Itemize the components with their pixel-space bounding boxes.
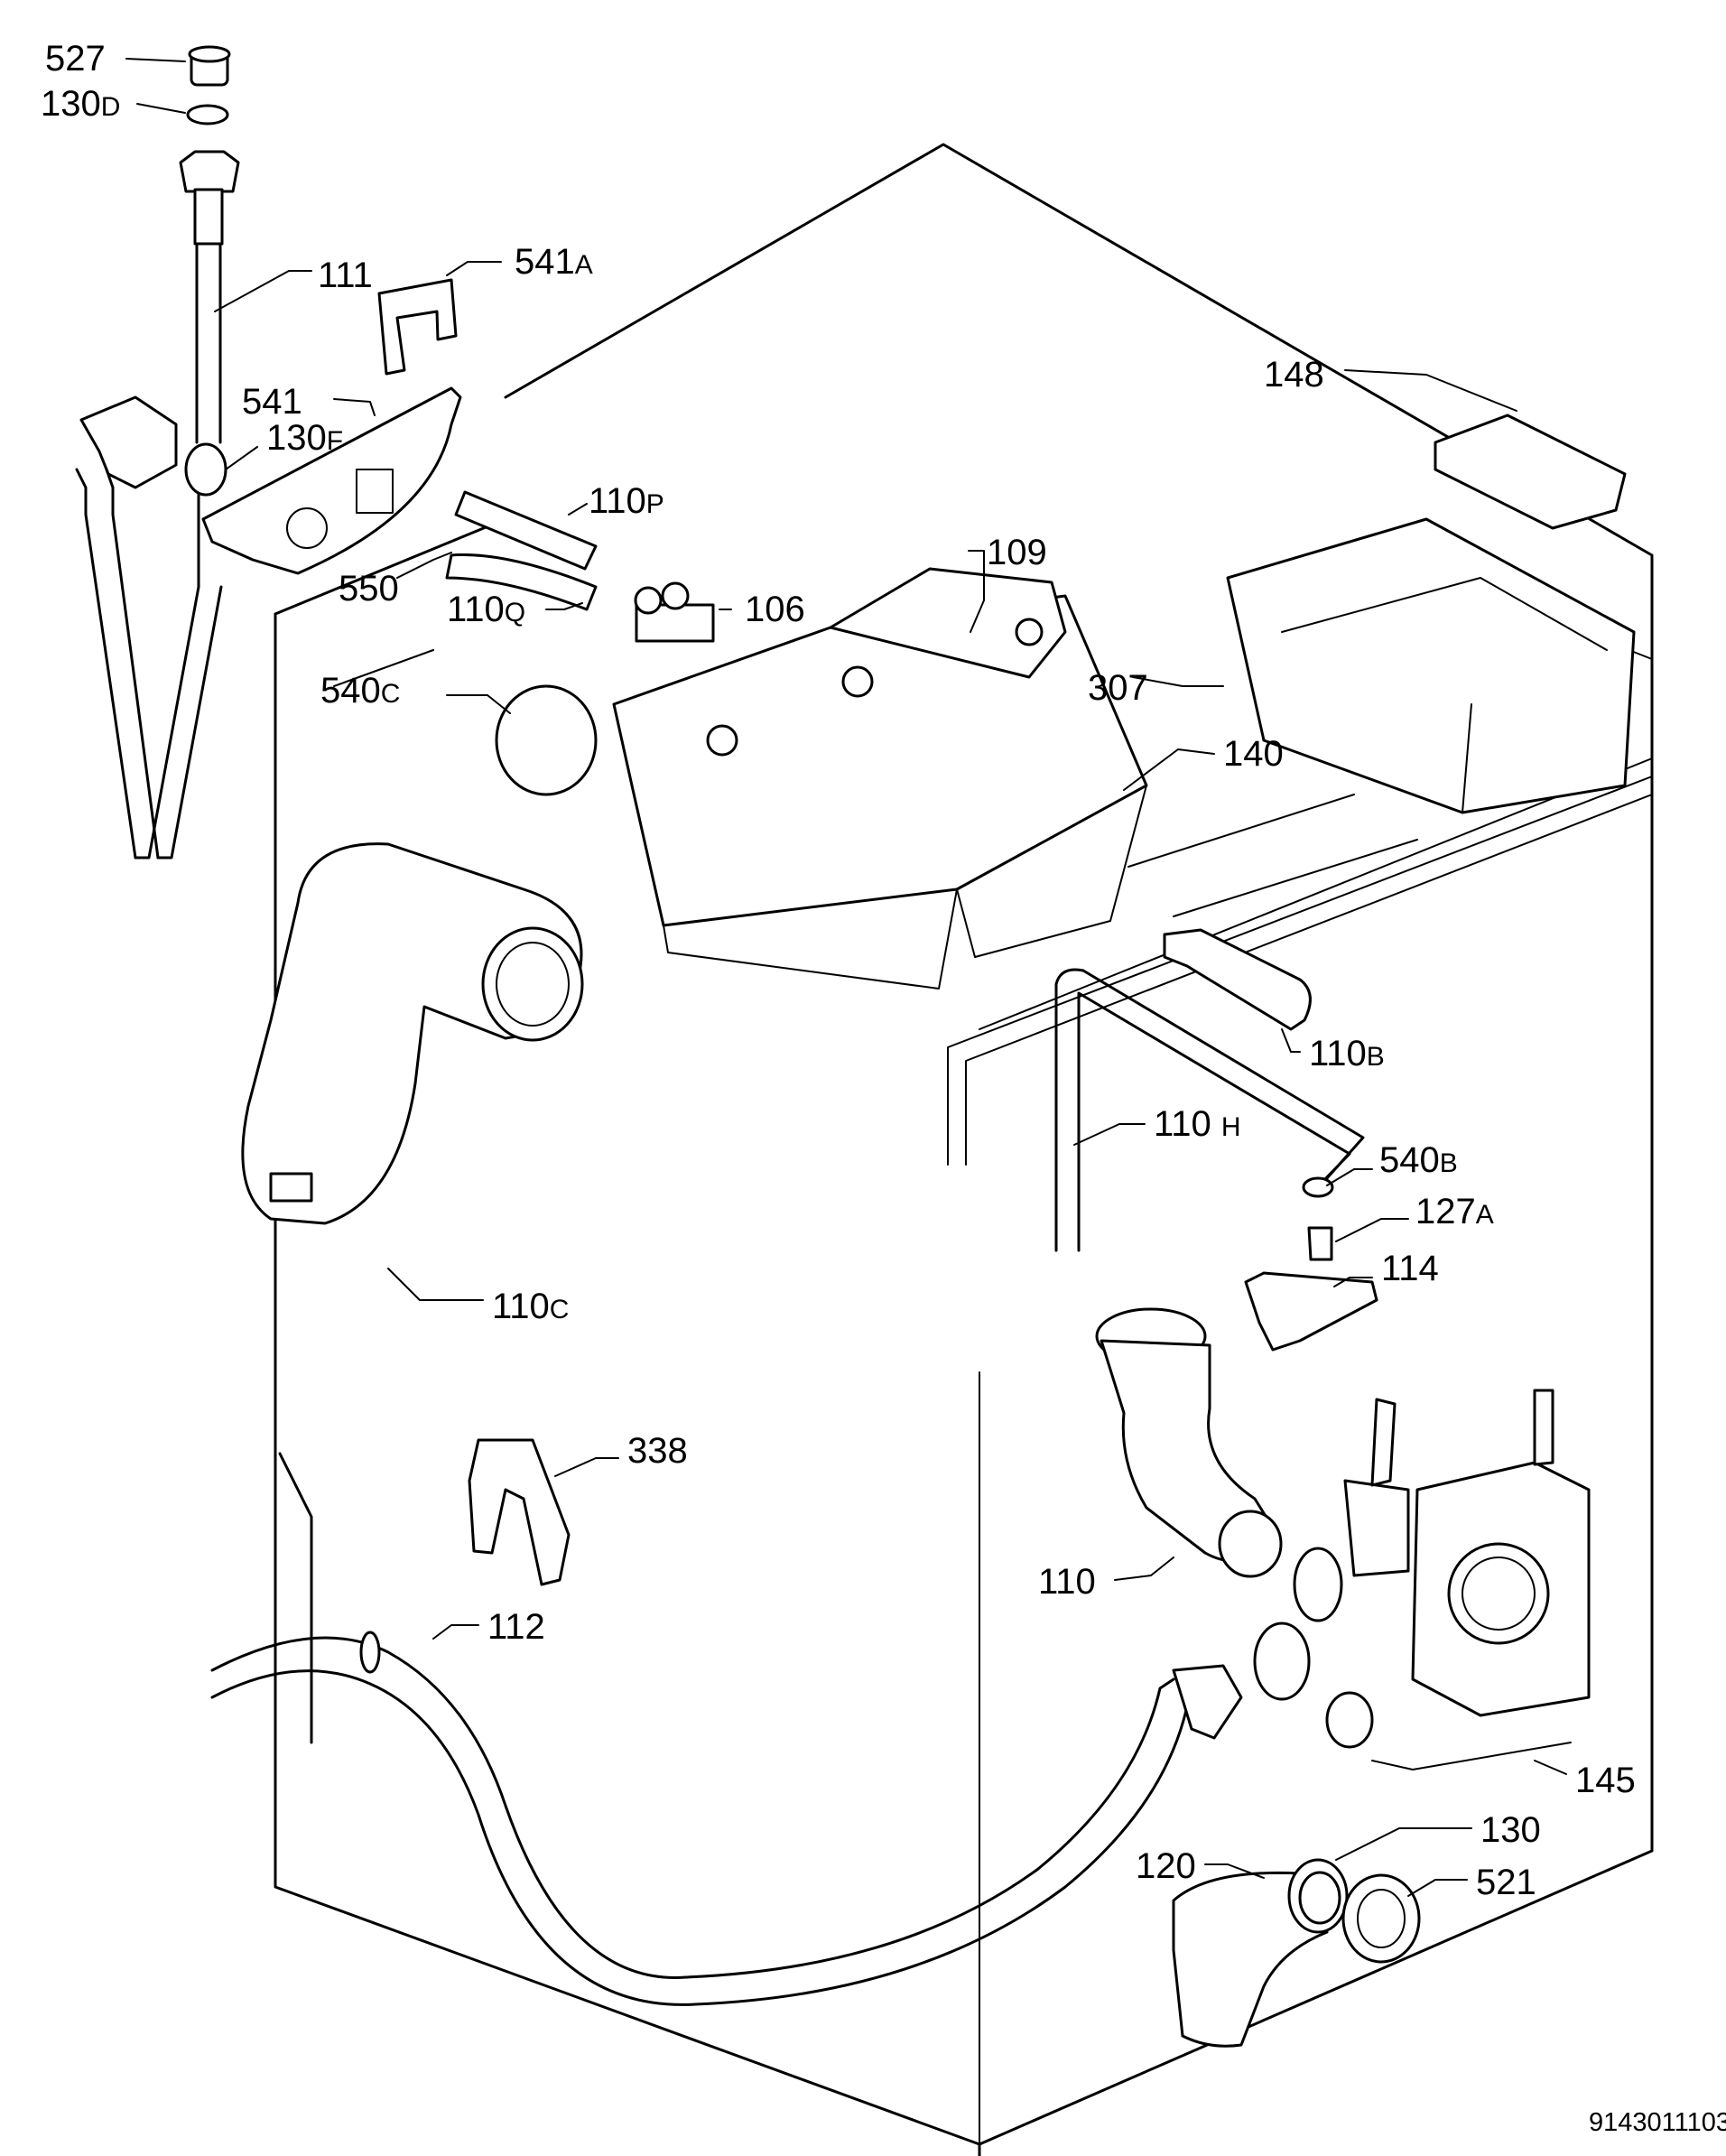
label-110c: 110C [492, 1287, 569, 1326]
label-540b: 540B [1379, 1140, 1458, 1180]
part-106-valve [634, 581, 715, 643]
part-540b-clip [1302, 1176, 1334, 1198]
label-106: 106 [745, 590, 805, 629]
document-number: 9143011103 [1589, 2108, 1726, 2137]
label-541a: 541A [515, 242, 593, 282]
label-110: 110 [1038, 1562, 1096, 1602]
label-110b: 110B [1309, 1034, 1385, 1073]
part-307-detergent-drawer [1226, 517, 1636, 814]
part-521-cap [1341, 1873, 1421, 1964]
label-527: 527 [45, 39, 106, 79]
part-550-spring-hose [445, 553, 598, 611]
part-127a-nipple [1307, 1226, 1333, 1261]
part-110b-small-hose [1163, 928, 1312, 1031]
part-inlet-elbow-hose [75, 395, 223, 860]
part-130d-washer [186, 104, 229, 125]
label-307: 307 [1088, 668, 1148, 708]
label-130d: 130D [41, 84, 120, 124]
label-127a: 127A [1415, 1192, 1494, 1231]
part-145-drain-pump [1253, 1389, 1591, 1770]
part-labels: 527 130D 111 541A 148 541 130F 110P 109 … [41, 39, 1726, 2137]
label-110q: 110Q [447, 590, 525, 629]
label-110h: 110 H [1154, 1104, 1241, 1144]
label-148: 148 [1264, 355, 1324, 395]
label-112: 112 [487, 1607, 545, 1647]
part-110c-bellows-hose [241, 842, 584, 1225]
part-527-cap [188, 45, 231, 87]
label-109: 109 [987, 533, 1047, 572]
label-541: 541 [242, 382, 302, 422]
label-114: 114 [1381, 1249, 1439, 1288]
part-541a-clip [377, 278, 458, 376]
label-521: 521 [1476, 1863, 1536, 1902]
part-338-clip [468, 1438, 571, 1586]
label-130f: 130F [266, 418, 343, 458]
part-140-dispenser-housing [612, 567, 1148, 990]
label-540c: 540C [320, 671, 400, 711]
label-550: 550 [339, 569, 399, 609]
part-541-bracket [201, 386, 462, 575]
part-130f-seal [184, 442, 227, 497]
part-110p-tube [454, 490, 598, 571]
part-540c-membrane [495, 684, 598, 796]
part-130-seal [1298, 1871, 1341, 1925]
label-111: 111 [318, 256, 373, 295]
label-145: 145 [1575, 1761, 1636, 1800]
label-130: 130 [1480, 1810, 1541, 1850]
part-111-inlet-hose [179, 150, 240, 444]
cabinet-outline [274, 143, 1654, 2156]
part-110h-tube [1054, 968, 1365, 1252]
part-114-bracket [1244, 1271, 1378, 1352]
label-120: 120 [1136, 1846, 1196, 1886]
label-338: 338 [627, 1431, 688, 1471]
part-112-drain-hose [210, 1631, 1243, 2006]
leader-lines [125, 58, 1567, 1897]
label-140: 140 [1223, 734, 1284, 774]
part-148-drawer-handle [1434, 414, 1627, 530]
part-110-sump-hose [1095, 1307, 1283, 1578]
label-110p: 110P [589, 481, 664, 521]
